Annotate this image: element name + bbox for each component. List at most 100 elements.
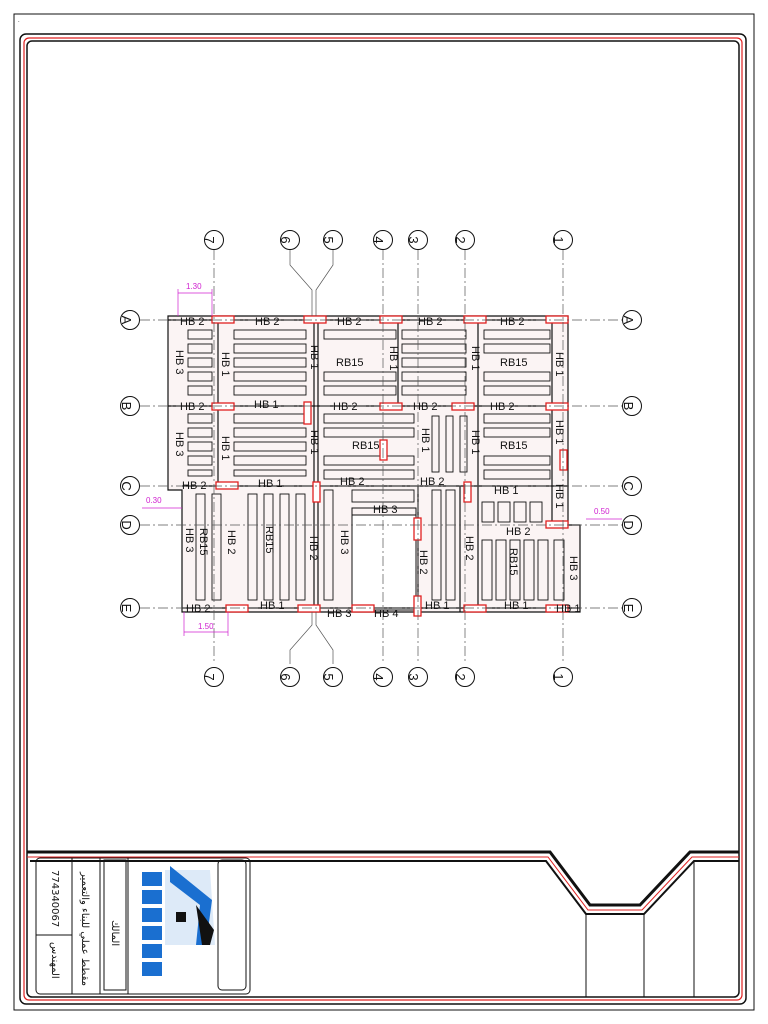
dim-bottom-left: 1.50 [198, 622, 214, 631]
svg-text:5: 5 [321, 673, 336, 680]
svg-text:3: 3 [406, 236, 421, 243]
frame-black-outer [19, 33, 747, 1005]
svg-text:6: 6 [278, 673, 293, 680]
grid-bubble-bottom-7: 7 [202, 667, 224, 687]
floor-plan [140, 250, 622, 664]
beam-label: HB 2 [180, 316, 204, 328]
beam-label: HB 1 [258, 478, 282, 490]
grid-bubble-left-E: E [119, 598, 140, 618]
svg-text:7: 7 [202, 236, 217, 243]
owner-label: المالك [109, 920, 120, 946]
beam-label: HB 1 [219, 352, 231, 376]
grid-bubble-bottom-3: 3 [406, 667, 428, 687]
beam-label: HB 3 [338, 530, 350, 554]
grid-bubble-top-5: 5 [321, 230, 343, 250]
beam-label: HB 3 [327, 608, 351, 620]
dim-top-left: 1.30 [186, 282, 202, 291]
grid-bubble-right-E: E [621, 598, 642, 618]
stair-notch [351, 507, 417, 515]
beam-label: HB 2 [420, 476, 444, 488]
engineer-label: المهندس [49, 942, 60, 979]
beam-label: HB 2 [186, 603, 210, 615]
grid-bubble-right-B: B [621, 396, 642, 416]
beam-label: HB 1 [553, 420, 565, 444]
beam-label: HB 1 [469, 430, 481, 454]
rib-blocks [187, 329, 565, 601]
stair-opening [351, 514, 417, 611]
beam-label: HB 2 [418, 316, 442, 328]
beam-label: HB 2 [463, 536, 475, 560]
svg-text:2: 2 [453, 673, 468, 680]
beam-label: HB 2 [182, 480, 206, 492]
beam-label: HB 2 [180, 401, 204, 413]
beam-label: HB 1 [556, 603, 580, 615]
beam-label: HB 2 [225, 530, 237, 554]
grid-bubble-right-A: A [621, 310, 642, 330]
beam-label: HB 2 [417, 550, 429, 574]
beam-label: HB 1 [260, 600, 284, 612]
beam-label: HB 1 [553, 352, 565, 376]
svg-text:D: D [119, 520, 134, 529]
rib-label: RB15 [500, 357, 528, 369]
svg-text:B: B [119, 402, 134, 411]
beam-label: HB 2 [333, 401, 357, 413]
beam-label: HB 1 [553, 484, 565, 508]
beam-label: HB 3 [173, 350, 185, 374]
grid-lines [140, 250, 622, 664]
beam-label: HB 1 [504, 600, 528, 612]
svg-text:B: B [621, 402, 636, 411]
svg-text:E: E [119, 604, 134, 613]
grid-bubble-top-4: 4 [371, 230, 393, 250]
beam-label: HB 1 [254, 399, 278, 411]
titleblock-separator-red [27, 856, 739, 911]
grid-bubble-left-C: C [119, 476, 140, 496]
dim-left-c: 0.30 [146, 496, 162, 505]
grid-leaders [289, 250, 334, 664]
beam-label: HB 1 [219, 436, 231, 460]
grid-bubble-bottom-1: 1 [551, 667, 573, 687]
tb-side-box [217, 859, 247, 991]
grid-bubble-right-C: C [621, 476, 642, 496]
column-grid-bubbles: 7 6 5 4 3 2 1 7 6 5 4 3 2 1 [202, 230, 573, 687]
columns [211, 315, 569, 617]
slab-outline [167, 315, 581, 613]
rib-label: RB15 [500, 440, 528, 452]
beam-label: HB 1 [419, 428, 431, 452]
company-logo [142, 866, 215, 976]
beam-label: HB 1 [425, 600, 449, 612]
beam-label: HB 1 [308, 430, 320, 454]
beam-label: HB 1 [387, 346, 399, 370]
svg-text:5: 5 [321, 236, 336, 243]
outer-border [13, 13, 755, 1011]
grid-bubble-top-7: 7 [202, 230, 224, 250]
tb-owner-box [103, 859, 127, 991]
beam-label: HB 2 [340, 476, 364, 488]
frame-black-inner [26, 40, 740, 998]
rib-label: RB15 [352, 440, 380, 452]
svg-text:C: C [621, 481, 636, 490]
beam-label: HB 4 [374, 608, 398, 620]
beam-labels: HB 2 HB 2 HB 2 HB 2 HB 2 HB 2 HB 1 HB 2 … [180, 316, 580, 620]
grid-bubble-left-D: D [119, 515, 140, 535]
beam-label: HB 3 [373, 504, 397, 516]
rib-label: RB15 [336, 357, 364, 369]
beam-label: HB 2 [490, 401, 514, 413]
svg-text:3: 3 [406, 673, 421, 680]
beam-label: HB 2 [506, 526, 530, 538]
titleblock-box [35, 857, 251, 995]
beam-label: HB 1 [469, 346, 481, 370]
beam-label: HB 2 [307, 536, 319, 560]
beam-label: HB 2 [255, 316, 279, 328]
grid-bubble-left-B: B [119, 396, 140, 416]
beam-label: HB 3 [567, 556, 579, 580]
svg-text:7: 7 [202, 673, 217, 680]
grid-bubble-top-6: 6 [278, 230, 300, 250]
row-grid-bubbles: A B C D E A B C D E [119, 310, 642, 618]
svg-text:2: 2 [453, 236, 468, 243]
beam-label: HB 1 [308, 345, 320, 369]
svg-text:1: 1 [551, 673, 566, 680]
svg-text:4: 4 [371, 673, 386, 680]
svg-text:6: 6 [278, 236, 293, 243]
grid-bubble-top-2: 2 [453, 230, 475, 250]
svg-text:C: C [119, 481, 134, 490]
